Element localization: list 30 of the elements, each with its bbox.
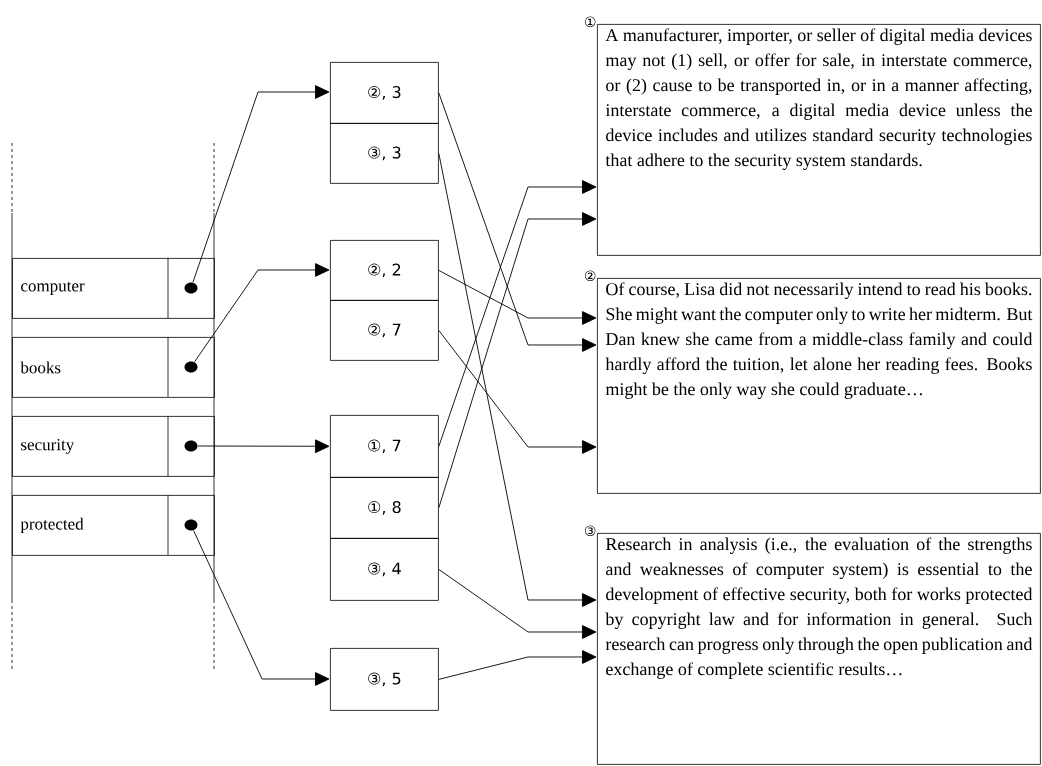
- arrow: [438, 650, 597, 680]
- document-box: Of course, Lisa did not necessarily intend to read his books. She might want the computer only to write her midterm. But Dan knew she came from a middle-class family and could hardly afford the tuition, let alone her reading fees. Books might be the only way she could graduate…: [597, 278, 1041, 494]
- posting-box: ③, 5: [330, 648, 439, 711]
- posting-box: ①, 7: [330, 415, 439, 478]
- posting-box: ①, 8: [330, 477, 439, 539]
- arrow: [438, 329, 597, 454]
- document-number: ②: [584, 270, 596, 282]
- arrow: [438, 92, 597, 352]
- posting-box: ③, 4: [330, 538, 439, 601]
- posting-box: ②, 2: [330, 240, 439, 301]
- arrow: [438, 152, 597, 607]
- term-row: protected: [12, 494, 215, 556]
- arrow: [438, 180, 597, 447]
- term-row: books: [12, 336, 215, 398]
- posting-box: ②, 7: [330, 300, 439, 361]
- arrow: [438, 568, 597, 639]
- document-box: A manufacturer, importer, or seller of digital media devices may not (1) sell, or offer for sale, in interstate commerce, or (2) cause to be transported in, or in a manner affecting, interstate commerce, a digital media device unless the device includes and utilizes standard security technologies that adhere to the security system standards.: [597, 24, 1041, 256]
- term-row: security: [12, 415, 215, 477]
- document-box: Research in analysis (i.e., the evaluation of the strengths and weaknesses of computer system) is essential to the development of effective security, both for works protected by copyright law and for information in general. Such research can progress only through the open publication and exchange of complete scientific results…: [597, 533, 1041, 765]
- document-number: ③: [584, 525, 596, 536]
- term-row: computer: [12, 257, 215, 319]
- arrow: [197, 439, 330, 454]
- arrow: [193, 530, 330, 686]
- arrow: [192, 85, 330, 283]
- posting-box: ②, 3: [330, 62, 439, 124]
- posting-box: ③, 3: [330, 123, 439, 184]
- arrow: [438, 269, 597, 325]
- document-number: ①: [584, 16, 596, 28]
- arrow: [194, 263, 330, 363]
- arrow: [438, 212, 597, 509]
